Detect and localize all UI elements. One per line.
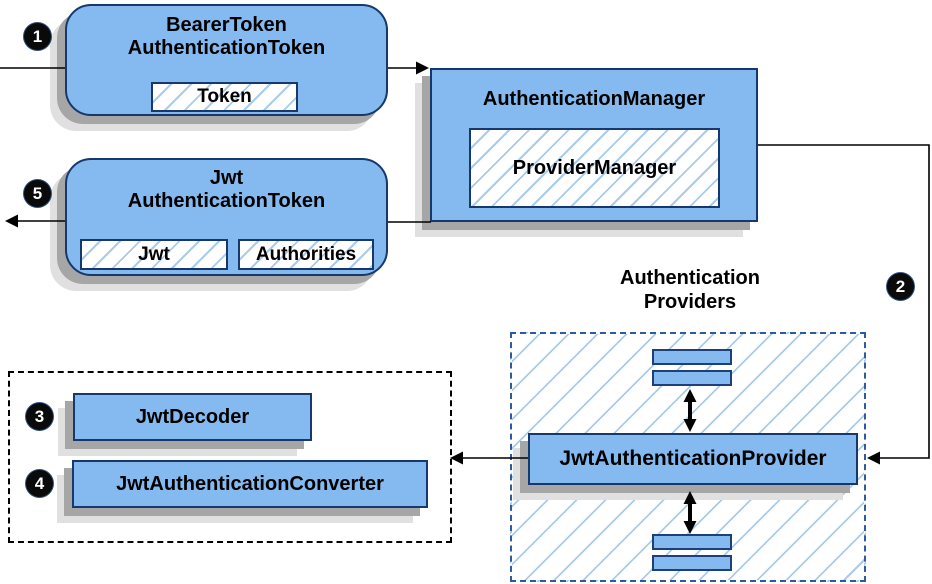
step-4-badge: 4 xyxy=(26,470,53,497)
provider-placeholder-bar xyxy=(652,555,732,571)
bearer-token-box-title: BearerToken AuthenticationToken xyxy=(67,6,386,60)
jwt-authentication-token-box: Jwt AuthenticationToken Jwt Authorities xyxy=(65,158,388,276)
jwt-authentication-converter-box: JwtAuthenticationConverter xyxy=(72,460,428,508)
bearer-token-authentication-token-box: BearerToken AuthenticationToken Token xyxy=(65,4,388,116)
authentication-providers-caption-line2: Providers xyxy=(643,291,737,313)
jwt-decoder-box: JwtDecoder xyxy=(73,393,312,441)
authentication-providers-caption-line1: Authentication xyxy=(620,267,760,289)
authentication-manager-box: AuthenticationManager ProviderManager xyxy=(430,68,758,222)
jwt-token-box-title: Jwt AuthenticationToken xyxy=(67,160,386,213)
step-1-badge: 1 xyxy=(24,23,51,50)
left-arrowhead-icon xyxy=(867,451,880,465)
token-field-box: Token xyxy=(151,82,298,112)
left-arrowhead-icon xyxy=(5,214,18,228)
jwt-field-box: Jwt xyxy=(80,239,228,270)
provider-placeholder-bar xyxy=(652,370,732,386)
authorities-field-box: Authorities xyxy=(238,239,374,270)
authentication-manager-title: AuthenticationManager xyxy=(482,88,706,110)
bearer-token-title-line1: BearerToken xyxy=(166,14,287,36)
bearer-token-title-line2: AuthenticationToken xyxy=(127,37,326,59)
authentication-providers-caption: Authentication Providers xyxy=(555,266,825,314)
step-2-badge: 2 xyxy=(887,273,914,300)
right-arrowhead-icon xyxy=(416,61,429,75)
provider-placeholder-bar xyxy=(652,534,732,550)
jwt-token-title-line2: AuthenticationToken xyxy=(127,190,326,212)
provider-placeholder-bar xyxy=(652,349,732,365)
jwt-token-title-line1: Jwt xyxy=(209,167,244,189)
step-3-badge: 3 xyxy=(26,403,53,430)
provider-manager-box: ProviderManager xyxy=(469,128,720,208)
step-5-badge: 5 xyxy=(24,180,51,207)
jwt-authentication-provider-box: JwtAuthenticationProvider xyxy=(528,433,858,485)
